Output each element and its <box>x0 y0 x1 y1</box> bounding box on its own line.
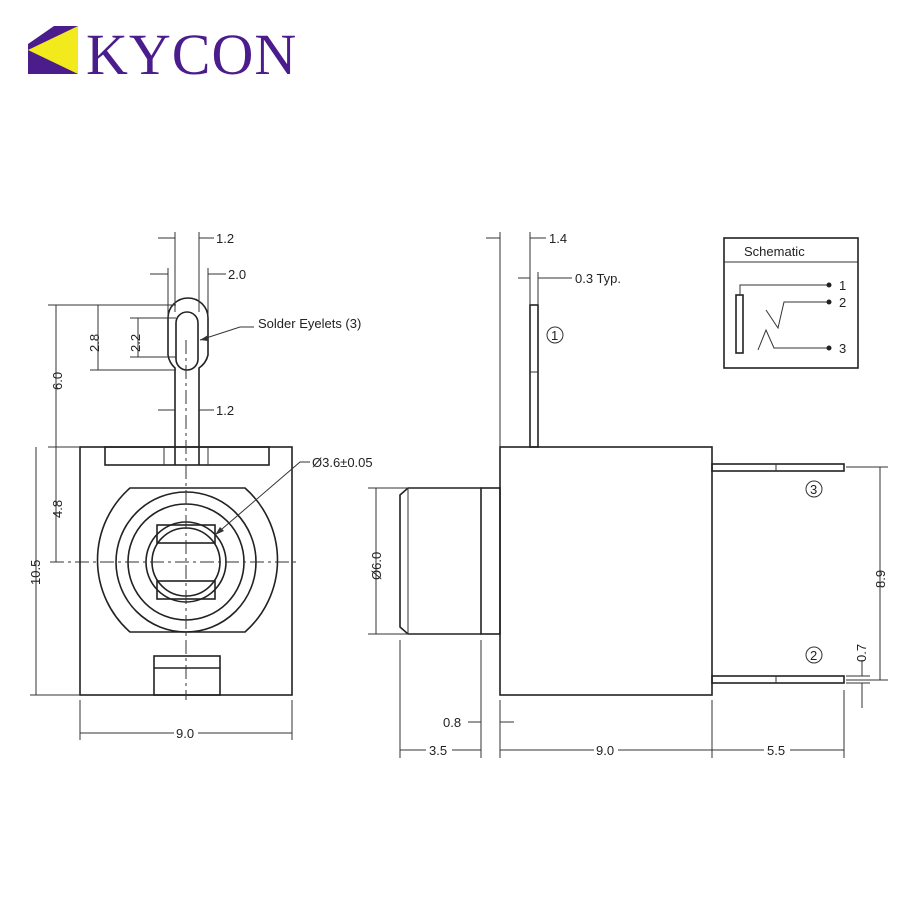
schematic-terminal-2 <box>826 299 832 305</box>
kycon-logo: KYCON <box>28 22 297 87</box>
schematic-frame <box>723 237 859 369</box>
dim-center-height: 4.8 <box>50 500 65 518</box>
dim-typ-thickness: 0.3 Typ. <box>575 271 621 286</box>
schematic-title: Schematic <box>744 244 805 259</box>
schematic-pin-3: 3 <box>839 341 846 356</box>
dim-pin-offset: 0.7 <box>854 644 869 662</box>
side-pin-3 <box>711 463 845 472</box>
dim-front-width: 9.0 <box>176 726 194 741</box>
front-bottom-slot <box>153 655 221 696</box>
side-pin-2 <box>711 675 845 684</box>
dim-pin-thickness: 1.4 <box>549 231 567 246</box>
logo-mark-white <box>28 26 54 44</box>
eyelet-leader-arrow <box>200 335 208 341</box>
pin-1-number: 1 <box>551 328 558 343</box>
dim-pin-length: 5.5 <box>767 743 785 758</box>
hole-leader-arrow <box>215 527 224 535</box>
pin-callout-1: 1 <box>546 326 564 344</box>
side-flange <box>480 487 501 635</box>
dim-pin-span: 8.9 <box>873 570 888 588</box>
pin-callout-2: 2 <box>805 646 823 664</box>
logo-mark-yellow <box>28 26 78 74</box>
dim-total-height: 10.5 <box>28 560 43 585</box>
dim-flange: 0.8 <box>443 715 461 730</box>
schematic-wire-1 <box>739 284 829 295</box>
schematic-wire-3 <box>757 328 829 351</box>
dim-nose-length: 3.5 <box>429 743 447 758</box>
dim-top-width: 1.2 <box>216 231 234 246</box>
side-pin-1 <box>529 304 539 448</box>
front-boss <box>96 487 279 633</box>
side-view: 1 3 2 1.4 0.3 Typ. Ø6.0 8.9 <box>368 231 888 758</box>
pin-callout-3: 3 <box>805 480 823 498</box>
hole-leader <box>214 461 310 536</box>
logo-wordmark: KYCON <box>86 22 297 87</box>
eyelet-hole <box>175 311 199 371</box>
dim-body-diameter: Ø6.0 <box>369 552 384 580</box>
dim-eyelet-width: 2.0 <box>228 267 246 282</box>
schematic-box: Schematic 1 2 3 <box>723 237 859 369</box>
hole-diameter-label: Ø3.6±0.05 <box>312 455 373 470</box>
schematic-terminal-3 <box>826 345 832 351</box>
schematic-wire-2 <box>765 301 829 330</box>
side-body-outline <box>499 446 713 696</box>
pin-3-number: 3 <box>810 482 817 497</box>
solder-eyelets-label: Solder Eyelets (3) <box>258 316 361 331</box>
schematic-pin-1: 1 <box>839 278 846 293</box>
dim-eyelet-inner-height: 2.2 <box>128 334 143 352</box>
front-view: Solder Eyelets (3) Ø3.6±0.05 1.2 2.0 2.8… <box>28 231 373 741</box>
dim-neck-width: 1.2 <box>216 403 234 418</box>
dim-eyelet-outer-height: 2.8 <box>87 334 102 352</box>
eyelet-leader <box>199 326 254 341</box>
eyelet-tab <box>167 297 209 465</box>
dim-body-length: 9.0 <box>596 743 614 758</box>
schematic-terminal-1 <box>826 282 832 288</box>
dim-eyelet-offset: 6.0 <box>50 372 65 390</box>
schematic-sleeve <box>735 294 744 354</box>
front-top-slot <box>104 446 270 466</box>
schematic-pin-2: 2 <box>839 295 846 310</box>
pin-2-number: 2 <box>810 648 817 663</box>
side-nose <box>399 487 481 635</box>
